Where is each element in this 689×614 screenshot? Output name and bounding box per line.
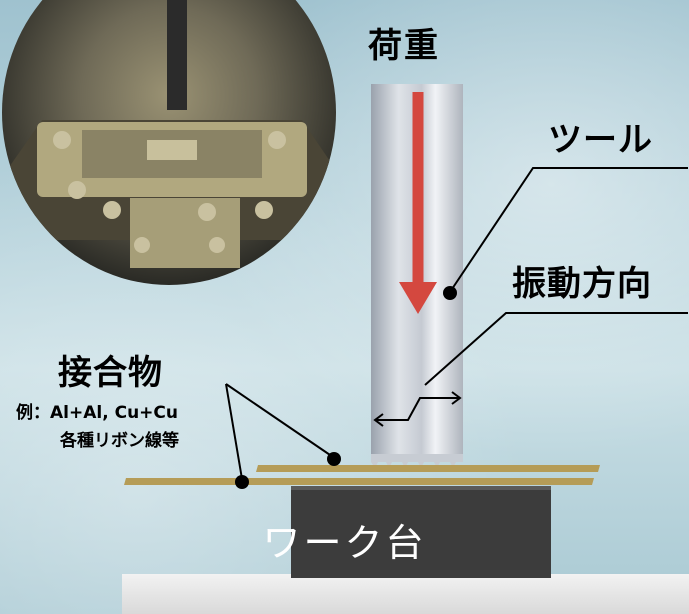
- photo-screw: [68, 181, 86, 199]
- ribbon-upper: [256, 465, 600, 472]
- tool-label: ツール: [548, 120, 653, 160]
- tool-teeth: [371, 454, 463, 468]
- ribbon-lower: [124, 478, 594, 485]
- joint-ribbon-label: 各種リボン線等: [60, 431, 179, 451]
- photo-screw: [134, 237, 150, 253]
- photo-sample: [147, 140, 197, 160]
- vibration-arrow-left-head: [373, 413, 384, 427]
- photo-screw: [198, 203, 216, 221]
- photo-lower-block: [130, 198, 240, 268]
- load-arrow-head: [399, 282, 437, 314]
- joint-callout-dot-2: [235, 475, 249, 489]
- vibration-direction-label: 振動方向: [512, 264, 652, 304]
- photo-screw: [53, 131, 71, 149]
- equipment-photo-drawing: [7, 0, 336, 268]
- joint-callout-line-1: [225, 383, 334, 458]
- tool-callout-line: [449, 167, 688, 293]
- floor: [122, 574, 689, 614]
- vibration-zigzag: [375, 397, 438, 421]
- photo-screw: [103, 201, 121, 219]
- joint-label: 接合物: [58, 353, 163, 393]
- photo-screw: [209, 237, 225, 253]
- work-stage-label: ワーク台: [262, 521, 427, 565]
- vibration-callout-line: [424, 312, 688, 386]
- joint-callout-line-2: [225, 383, 243, 480]
- load-label: 荷重: [368, 26, 440, 66]
- photo-needle: [167, 0, 187, 110]
- joint-example-label: 例：Al+Al, Cu+Cu: [16, 403, 178, 423]
- work-stage: [291, 486, 551, 578]
- equipment-photo: [2, 0, 336, 285]
- joint-callout-dot-1: [327, 452, 341, 466]
- tool-callout-dot: [443, 286, 457, 300]
- photo-screw: [255, 201, 273, 219]
- photo-screw: [268, 131, 286, 149]
- vibration-arrow-right-head: [451, 391, 462, 405]
